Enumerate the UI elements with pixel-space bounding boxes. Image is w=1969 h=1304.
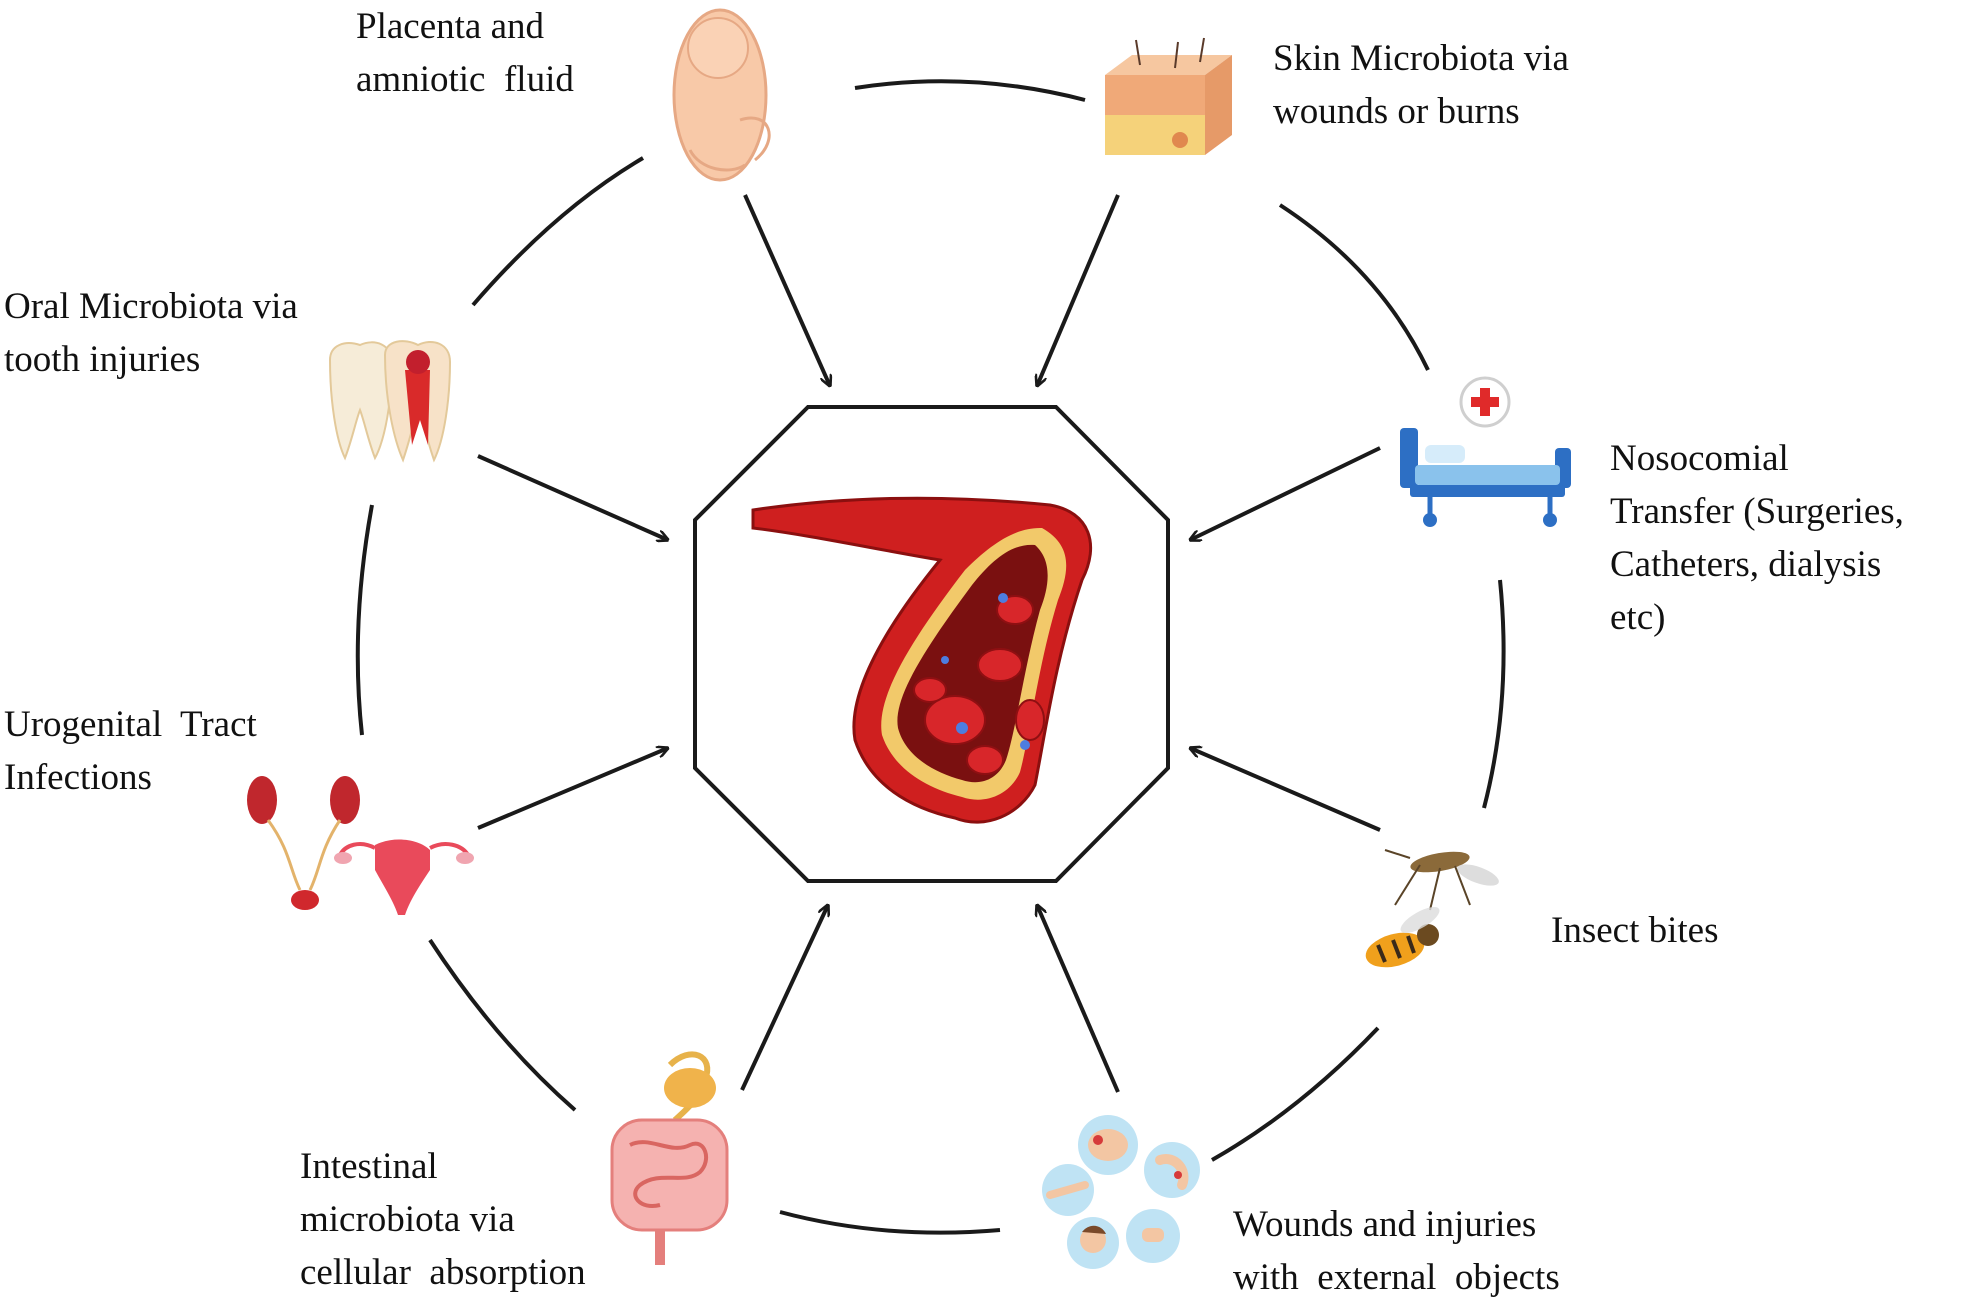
ring-arc-top-right [1278, 203, 1430, 371]
arrows [477, 194, 1381, 1093]
ring-arc-bottom-left [428, 938, 577, 1112]
ring-arc-top-left [471, 156, 645, 307]
label-skin-line1: Skin Microbiota via [1273, 38, 1569, 79]
fetus-icon [672, 8, 771, 182]
label-nosocomial: Nosocomial Transfer (Surgeries, Catheter… [1610, 432, 1904, 644]
label-intestinal-line1: Intestinal [300, 1146, 438, 1187]
injuries-icon [1042, 1115, 1200, 1269]
label-wounds-line2: with external objects [1233, 1257, 1560, 1298]
label-urogenital-line2: Infections [4, 757, 152, 798]
arrow-urogenital [477, 748, 668, 830]
label-wounds-line1: Wounds and injuries [1233, 1204, 1537, 1245]
label-nosocomial-line2: Transfer (Surgeries, [1610, 491, 1904, 532]
hospital-bed-icon [1400, 376, 1571, 527]
label-skin-line2: wounds or burns [1273, 91, 1520, 132]
label-nosocomial-line4: etc) [1610, 597, 1666, 638]
ring-arc-left [355, 504, 374, 736]
arrow-oral [477, 454, 668, 540]
ring-arc-bottom [779, 1210, 1001, 1235]
label-placenta-line1: Placenta and [356, 6, 544, 47]
label-nosocomial-line1: Nosocomial [1610, 438, 1789, 479]
blood-vessel-icon [751, 496, 1092, 824]
label-urogenital-line1: Urogenital Tract [4, 704, 257, 745]
skin-layers-icon [1105, 37, 1232, 155]
urogenital-organs-icon [247, 776, 474, 915]
label-urogenital: Urogenital Tract Infections [4, 698, 257, 804]
label-intestinal-line3: cellular absorption [300, 1252, 586, 1293]
label-insect: Insect bites [1551, 904, 1718, 957]
arrow-skin [1037, 194, 1120, 386]
label-nosocomial-line3: Catheters, dialysis [1610, 544, 1882, 585]
label-placenta: Placenta and amniotic fluid [356, 0, 574, 106]
arrow-wounds [1037, 905, 1120, 1093]
tooth-icon [328, 340, 452, 463]
ring-arc-bottom-right [1211, 1026, 1380, 1162]
label-oral-line1: Oral Microbiota via [4, 286, 298, 327]
label-wounds: Wounds and injuries with external object… [1233, 1198, 1560, 1304]
arrow-nosocomial [1190, 446, 1381, 540]
ring-arc-top [854, 79, 1086, 102]
label-oral-line2: tooth injuries [4, 339, 201, 380]
label-intestinal-line2: microbiota via [300, 1199, 515, 1240]
label-oral: Oral Microbiota via tooth injuries [4, 280, 298, 386]
ring-arc-right [1482, 579, 1506, 809]
label-intestinal: Intestinal microbiota via cellular absor… [300, 1140, 586, 1299]
outer-ring [355, 79, 1506, 1235]
arrow-placenta [743, 194, 830, 386]
arrow-intestinal [740, 905, 828, 1091]
arrow-insect [1190, 748, 1381, 832]
label-insect-line1: Insect bites [1551, 910, 1719, 951]
intestine-icon [610, 1051, 729, 1265]
label-placenta-line2: amniotic fluid [356, 59, 574, 100]
label-skin: Skin Microbiota via wounds or burns [1273, 32, 1569, 138]
insect-icon [1365, 849, 1499, 968]
